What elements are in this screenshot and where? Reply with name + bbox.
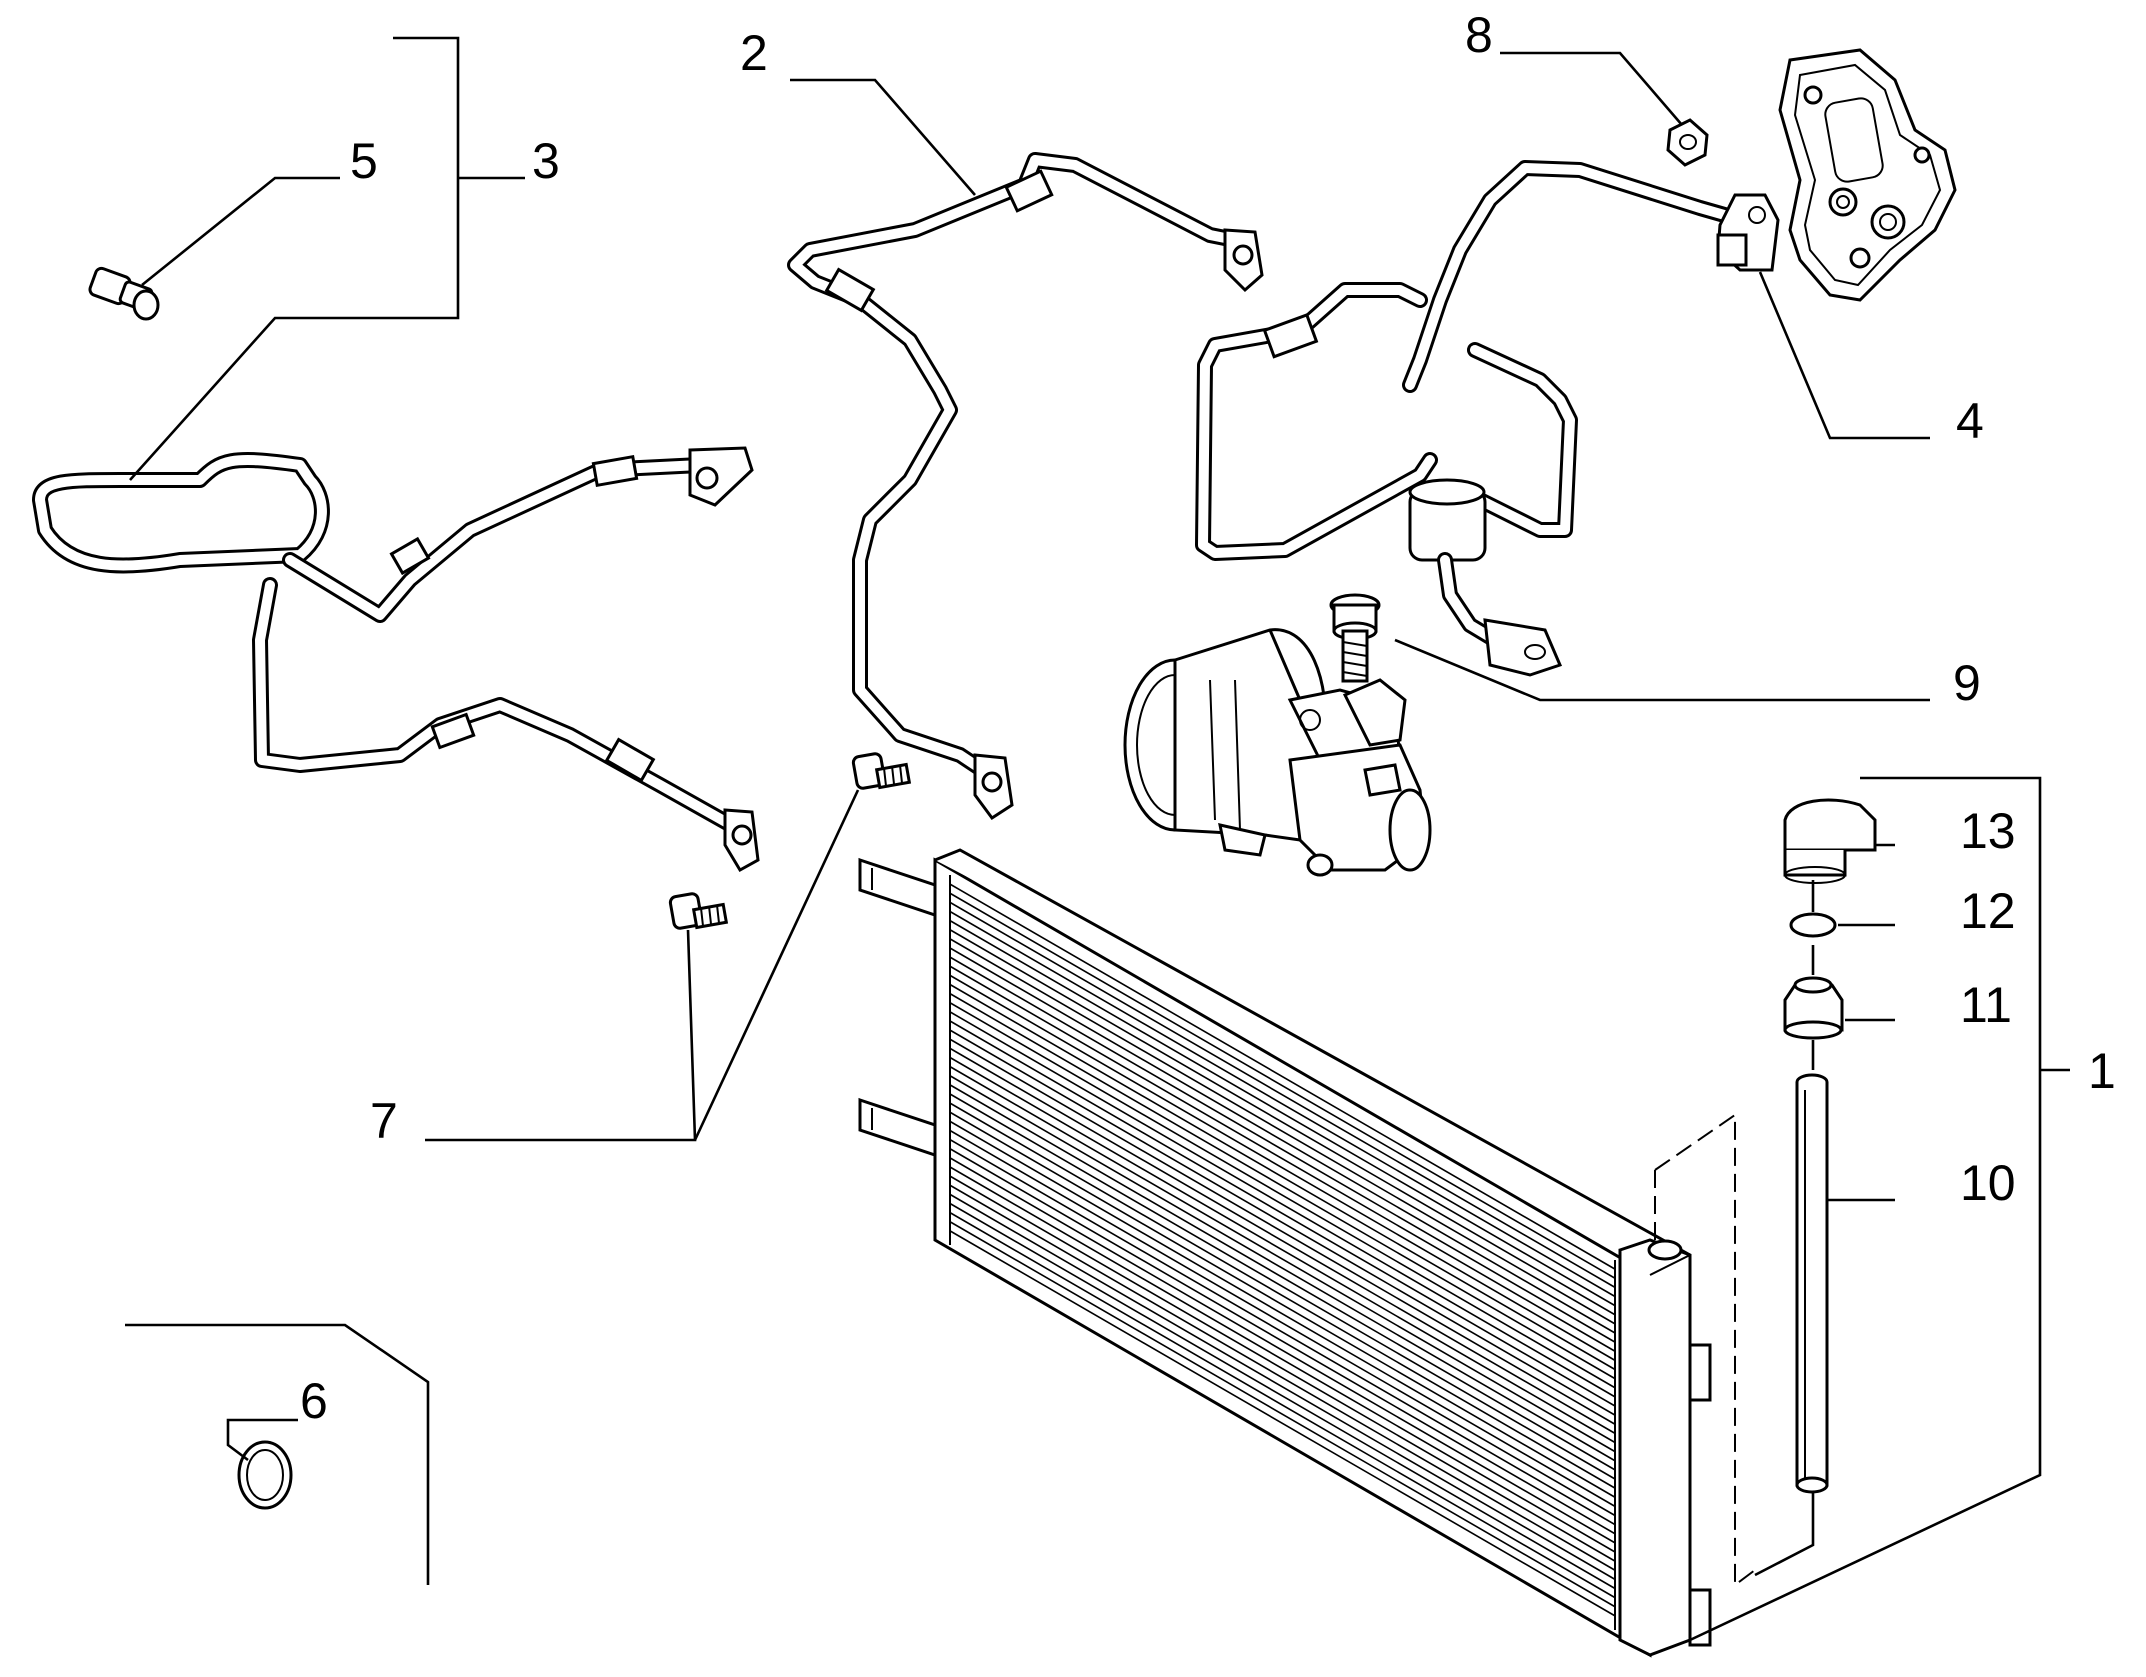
condenser-fin [949, 1184, 1616, 1571]
condenser-fin [949, 1120, 1616, 1508]
callout-3: 3 [532, 133, 560, 189]
condenser-fin [949, 992, 1616, 1380]
condenser-fin [949, 1102, 1616, 1489]
condenser-fin [949, 974, 1616, 1362]
condenser-fin [949, 883, 1616, 1270]
callout-4: 4 [1956, 393, 1984, 449]
condenser-fin [949, 1157, 1616, 1544]
pressure-sensor-5 [88, 266, 160, 321]
condenser-fin [949, 929, 1616, 1316]
condenser-fin [949, 1211, 1616, 1599]
condenser-fin [949, 1166, 1616, 1553]
condenser-fin [949, 1175, 1616, 1562]
ac-compressor [1123, 628, 1432, 877]
callout-11: 11 [1960, 977, 2012, 1033]
condenser-fin [949, 910, 1616, 1298]
bolts-7 [668, 752, 912, 930]
cap-13 [1783, 798, 1877, 884]
drier-cartridge-10 [1795, 1073, 1829, 1494]
condenser-fin [949, 1038, 1616, 1425]
condenser-fin [949, 1111, 1616, 1498]
condenser-fin [949, 892, 1616, 1279]
callout-1: 1 [2088, 1043, 2116, 1099]
condenser-fin [949, 1002, 1616, 1389]
plug-11 [1783, 976, 1844, 1040]
nut-8 [1666, 118, 1709, 167]
pipe-2 [787, 152, 1264, 821]
condenser-fin [949, 1202, 1616, 1590]
pipe-assembly-3 [32, 446, 760, 873]
condenser-fin [949, 1056, 1616, 1444]
condenser-fin [949, 1020, 1616, 1407]
condenser-fin [949, 1129, 1616, 1517]
condenser-fin [949, 956, 1616, 1343]
condenser-1 [858, 848, 1756, 1658]
condenser-fin [949, 1221, 1616, 1608]
callout-10: 10 [1960, 1155, 2016, 1211]
pipe-assembly-4 [1195, 160, 1780, 677]
condenser-fin [949, 1075, 1616, 1462]
condenser-fin [949, 983, 1616, 1371]
o-ring-12 [1789, 912, 1837, 938]
callout-13: 13 [1960, 803, 2016, 859]
callout-9: 9 [1953, 655, 1981, 711]
callout-5: 5 [350, 133, 378, 189]
condenser-fin [949, 1011, 1616, 1398]
gasket-plate [1778, 48, 1957, 302]
condenser-fin [949, 947, 1616, 1334]
callout-6: 6 [300, 1373, 328, 1429]
bolt-9 [1329, 593, 1381, 683]
condenser-fin [949, 965, 1616, 1352]
condenser-fin [949, 1047, 1616, 1435]
condenser-fin [949, 1193, 1616, 1581]
leader-lines [125, 36, 2070, 1642]
condenser-fin [949, 1065, 1616, 1453]
condenser-fin [949, 1084, 1616, 1471]
callout-12: 12 [1960, 883, 2016, 939]
condenser-fin [949, 919, 1616, 1307]
condenser-fin [949, 1138, 1616, 1526]
callout-7: 7 [370, 1093, 398, 1149]
condenser-fin [949, 938, 1616, 1325]
callout-2: 2 [740, 25, 768, 81]
condenser-fin [949, 1029, 1616, 1416]
condenser-fin [949, 1148, 1616, 1535]
callout-8: 8 [1465, 7, 1493, 63]
o-ring-6 [237, 1440, 293, 1510]
condenser-fin [949, 1093, 1616, 1480]
condenser-fin [949, 1230, 1616, 1617]
condenser-fin [949, 901, 1616, 1289]
